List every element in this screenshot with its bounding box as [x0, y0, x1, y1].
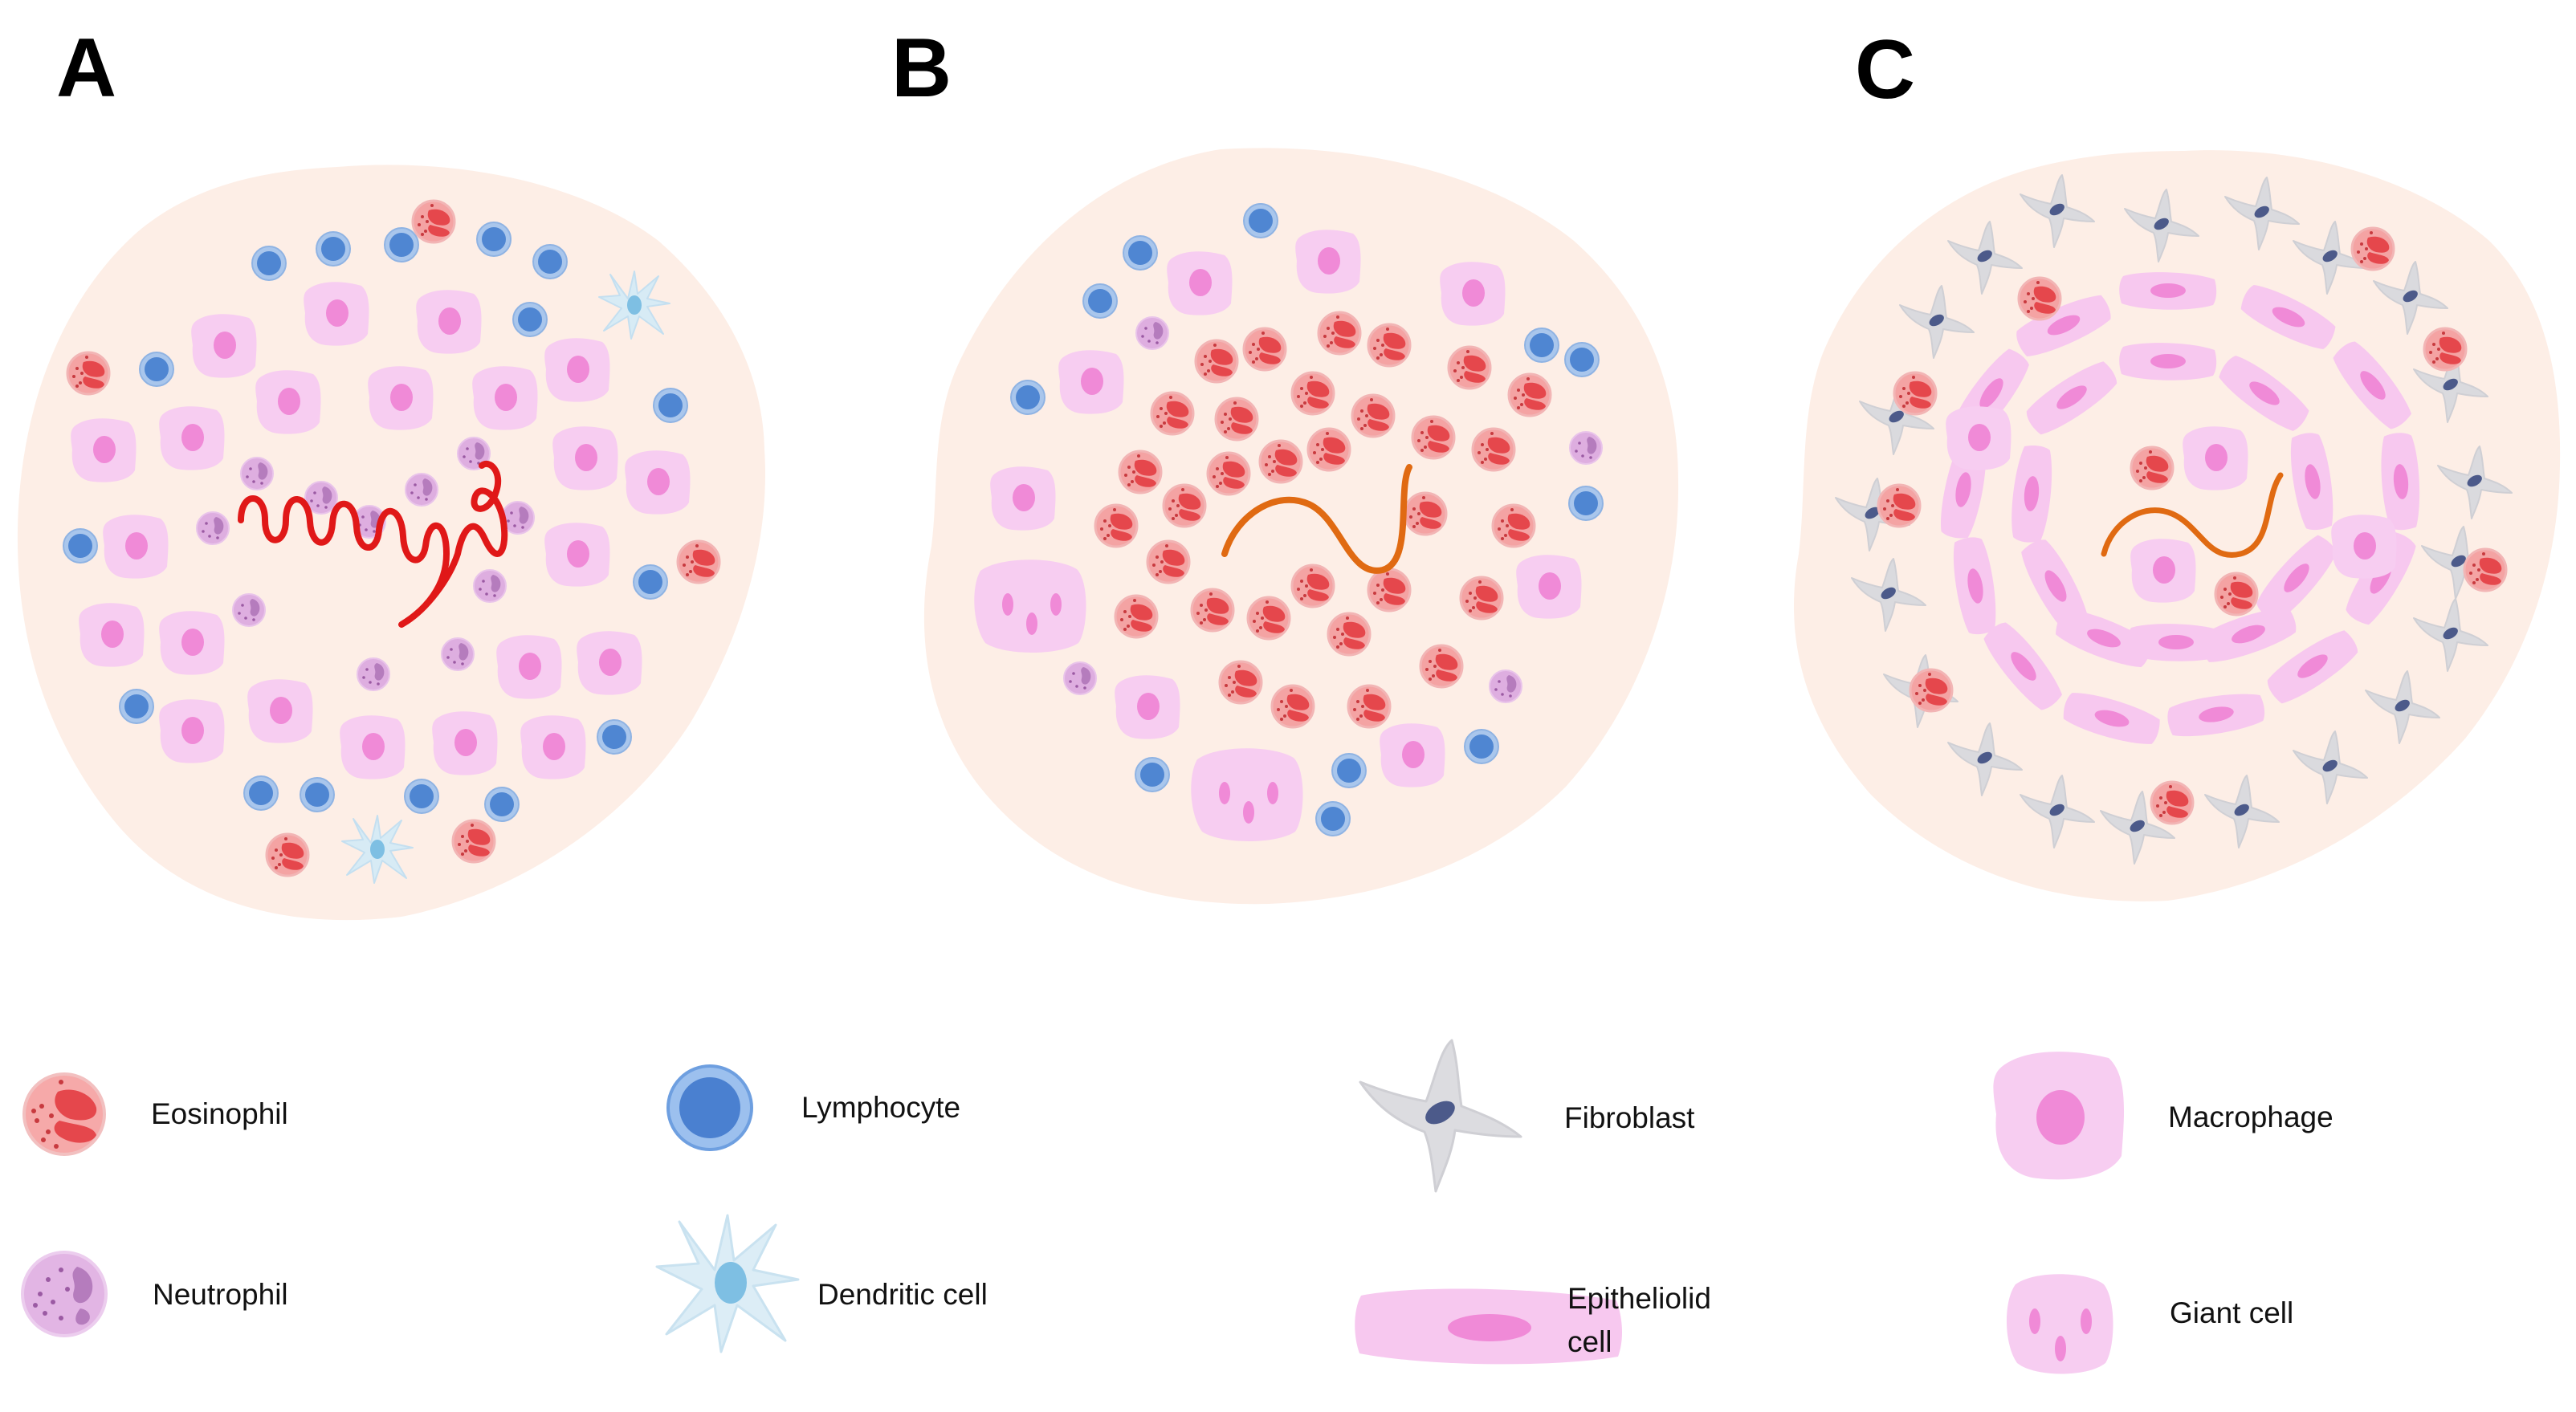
panel-label-b: B: [891, 22, 952, 115]
dendritic-cell-icon: [655, 1214, 800, 1353]
macrophage-icon: [1993, 1052, 2125, 1180]
legend-item-lymphocyte: Lymphocyte: [666, 1064, 960, 1151]
legend-item-eosinophil: Eosinophil: [22, 1072, 288, 1156]
granuloma-panel-c: [1794, 150, 2561, 901]
eosinophil-icon: [22, 1072, 106, 1156]
legend-item-macrophage: Macrophage: [1993, 1052, 2333, 1180]
worm-parasite: [2101, 472, 2284, 558]
panel-label-a: A: [56, 22, 116, 115]
legend-item-epithelioid-cell: Epitheliolid cell: [1355, 1282, 1711, 1365]
panel-label-c: C: [1855, 23, 1915, 116]
giant-cell-icon: [2006, 1274, 2113, 1374]
lymphocyte-icon: [666, 1064, 753, 1151]
spiral-parasite: [238, 461, 508, 628]
legend-item-giant-cell: Giant cell: [2006, 1274, 2293, 1374]
legend-item-dendritic-cell: Dendritic cell: [655, 1214, 988, 1353]
worm-parasite: [1221, 464, 1412, 574]
legend-label-epithelioid-line2: cell: [1567, 1325, 1612, 1358]
legend-label-epithelioid-line1: Epitheliolid: [1567, 1282, 1711, 1315]
legend-label-neutrophil: Neutrophil: [153, 1278, 288, 1311]
tissue-background: [923, 148, 1679, 905]
legend-label-macrophage: Macrophage: [2168, 1101, 2333, 1133]
legend-label-giant-cell: Giant cell: [2170, 1296, 2293, 1329]
granuloma-panel-a: [17, 165, 766, 921]
legend-item-fibroblast: Fibroblast: [1359, 1039, 1695, 1193]
legend-label-eosinophil: Eosinophil: [151, 1097, 288, 1130]
legend-item-neutrophil: Neutrophil: [21, 1251, 288, 1337]
legend: Eosinophil Neutrophil Lymphocyte Dendrit…: [21, 1039, 2333, 1374]
legend-label-lymphocyte: Lymphocyte: [801, 1091, 960, 1124]
fibroblast-icon: [1359, 1039, 1522, 1193]
granuloma-panel-b: [923, 148, 1679, 905]
neutrophil-icon: [21, 1251, 108, 1337]
legend-label-fibroblast: Fibroblast: [1564, 1101, 1695, 1134]
tissue-background: [1794, 150, 2561, 901]
legend-label-dendritic-cell: Dendritic cell: [817, 1278, 988, 1311]
